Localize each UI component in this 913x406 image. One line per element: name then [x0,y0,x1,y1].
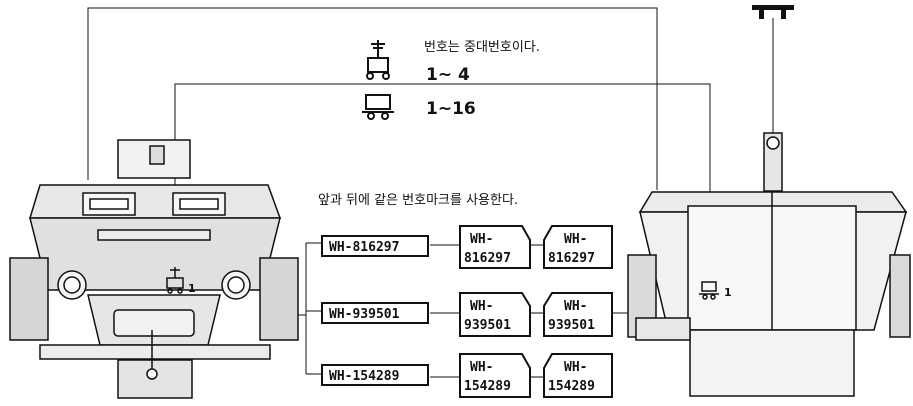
plate-rear-stack-3-line1: WH- [564,360,587,375]
plate-single-2 [321,302,429,324]
plate-front-stack-2-line2: 939501 [464,318,511,333]
plate-row-1: WH-816297 WH- 816297 WH- 816297 [321,225,613,269]
tactical-symbol-icon [752,5,794,19]
plate-rear-stack-1 [543,225,613,269]
plate-single-3 [321,364,429,386]
rear-unit-number: 1 [724,286,732,299]
plate-front-stack-3-line2: 154289 [464,379,511,394]
rear-lower-hull [689,329,855,397]
plate-rear-stack-2-line2: 939501 [548,318,595,333]
plate-front-stack-3-line1: WH- [470,360,493,375]
rear-vehicle-view [627,132,911,397]
front-vehicle-view [9,139,299,399]
front-upper-hull [28,184,282,219]
rear-track-right [889,254,911,338]
plate-single-1 [321,235,429,257]
plate-front-stack-1-line2: 816297 [464,251,511,266]
top-connector-line [87,7,658,190]
plate-single-1-text: WH-816297 [329,240,399,255]
plate-rear-stack-3-line2: 154289 [548,379,595,394]
legend-block [362,40,394,120]
front-unit-mark [166,267,184,294]
radio-truck-icon [366,40,390,80]
caption: 앞과 뒤에 같은 번호마크를 사용한다. [318,193,518,208]
plate-single-3-text: WH-154289 [329,369,399,384]
front-hatch [113,309,195,337]
plate-row-2: WH-939501 WH- 939501 WH- 939501 [321,292,613,337]
plate-front-stack-2-line1: WH- [470,299,493,314]
front-track-right [259,257,299,341]
plate-rear-stack-1-line2: 816297 [548,251,595,266]
plate-row-3: WH-154289 WH- 154289 WH- 154289 [321,353,613,398]
front-track-left [9,257,49,341]
legend-range-radio: 1~ 4 [426,65,470,85]
front-bumper [39,344,271,360]
legend-range-truck: 1~16 [426,99,476,119]
front-tow-block [117,359,193,399]
front-unit-number: 1 [188,282,196,295]
plate-rear-stack-3 [543,353,613,398]
plate-front-stack-2 [459,292,531,337]
plate-rear-stack-1-line1: WH- [564,232,587,247]
plate-rear-stack-2 [543,292,613,337]
plate-rear-stack-2-line1: WH- [564,299,587,314]
plate-front-stack-3 [459,353,531,398]
truck-icon [362,94,394,120]
plate-single-2-text: WH-939501 [329,307,400,322]
legend-note: 번호는 중대번호이다. [424,40,540,55]
rear-unit-mark [699,281,719,300]
plate-front-stack-1 [459,225,531,269]
plate-front-stack-1-line1: WH- [470,232,493,247]
